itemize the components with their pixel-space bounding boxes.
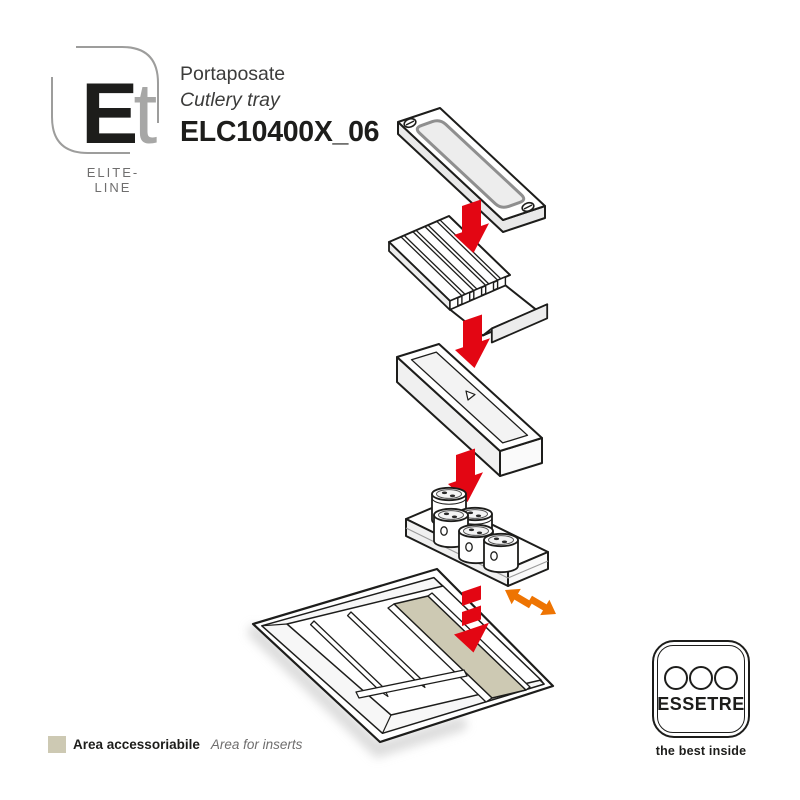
slide-double-arrow (505, 588, 556, 616)
tray-cross-divider (355, 669, 468, 699)
legend-label-it: Area accessoriabile (73, 737, 200, 752)
legend-label-en: Area for inserts (210, 737, 303, 752)
essetre-tagline: the best inside (655, 744, 747, 758)
assembly-arrow-4 (454, 585, 489, 653)
elite-line-logo: Et ELITE-LINE (50, 45, 162, 195)
part-top-cover (397, 107, 546, 233)
product-header: Portaposate Cutlery tray ELC10400X_06 (180, 62, 380, 149)
legend: Area accessoriabile Area for inserts (48, 736, 302, 753)
screw-hole-icon (521, 201, 535, 213)
insert-area-swatch (48, 736, 66, 753)
elite-line-initials: Et (81, 71, 157, 157)
essetre-name: ESSETRE (657, 693, 745, 714)
tray-shadow (248, 625, 467, 758)
initial-e: E (81, 66, 138, 162)
tray-divider (387, 603, 493, 703)
initial-t: t (133, 66, 157, 162)
product-name-en: Cutlery tray (180, 88, 280, 111)
essetre-logo-inner: ESSETRE (657, 645, 745, 733)
part-knife-block (388, 215, 549, 344)
product-name-it: Portaposate (180, 63, 286, 85)
part-box-cover (396, 343, 543, 477)
part-spice-jar-rack (405, 486, 549, 587)
spice-jar (483, 532, 519, 574)
screw-hole-icon (403, 117, 417, 129)
elite-line-frame-icon (51, 46, 159, 154)
product-code: ELC10400X_06 (180, 116, 380, 149)
essetre-circles-icon (664, 665, 738, 690)
orientation-mark-icon (465, 390, 476, 401)
essetre-logo: ESSETRE (652, 640, 750, 738)
elite-line-label: ELITE-LINE (86, 165, 140, 195)
